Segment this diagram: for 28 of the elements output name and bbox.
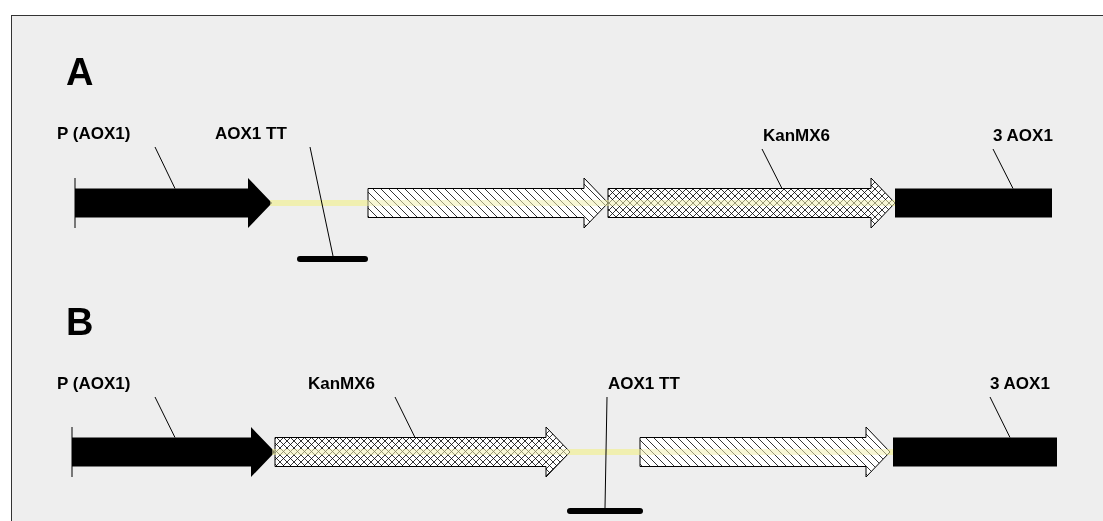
gene-label: 3 AOX1 (990, 374, 1050, 394)
leader-line (761, 148, 783, 189)
gene-label: KanMX6 (308, 374, 376, 394)
gene-label: P (AOX1) (57, 124, 131, 144)
panel-letter: A (66, 52, 94, 92)
promoter-segment (71, 426, 275, 478)
gene-label: AOX1 TT (215, 124, 287, 144)
gene-label: 3 AOX1 (993, 126, 1053, 146)
leader-line (154, 146, 176, 189)
gene-label: AOX1 TT (608, 374, 680, 394)
leader-line (992, 148, 1014, 189)
terminator-bar (567, 508, 643, 514)
gene-block (893, 437, 1057, 467)
terminator-bar (297, 256, 368, 262)
gene-cassette-segment (607, 177, 896, 229)
leader-line (394, 396, 416, 438)
leader-line (604, 396, 608, 509)
panel-letter: B (66, 302, 94, 342)
gene-label: KanMX6 (763, 126, 831, 146)
promoter-segment (74, 177, 272, 229)
gene-label: P (AOX1) (57, 374, 131, 394)
leader-line (154, 396, 176, 438)
gene-cassette-segment (639, 426, 891, 478)
leader-line (309, 146, 334, 257)
gene-cassette-segment (274, 426, 571, 478)
leader-line (989, 396, 1011, 438)
gene-cassette-segment (367, 177, 609, 229)
gene-block (895, 188, 1052, 218)
